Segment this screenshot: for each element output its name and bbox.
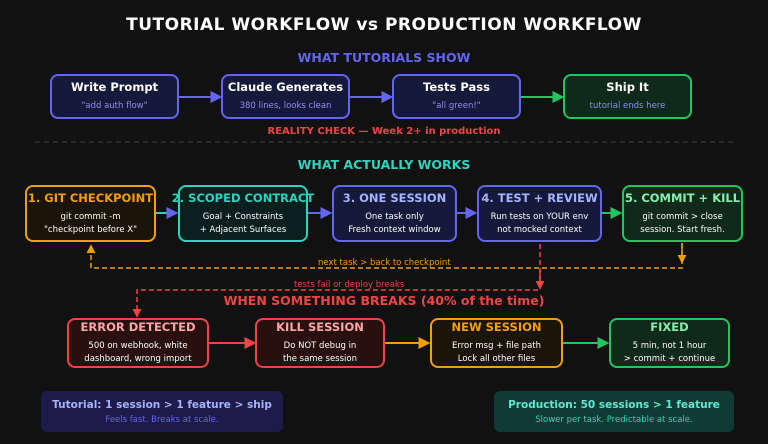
works-step-git-checkpoint: 1. GIT CHECKPOINT git commit -m "checkpo… [25,185,156,242]
works-step-commit-kill: 5. COMMIT + KILL git commit > close sess… [622,185,743,242]
step-line-1: git commit -m [60,211,121,222]
footer-production-subtitle: Slower per task. Predictable at scale. [535,414,693,425]
step-title: Claude Generates [227,80,344,94]
step-title: FIXED [650,320,689,334]
step-line-2: > commit + continue [623,354,716,364]
footer-production-title: Production: 50 sessions > 1 feature [508,398,720,411]
step-title: 5. COMMIT + KILL [624,190,741,205]
step-line-2: Lock all other files [457,354,536,364]
loop-label: next task > back to checkpoint [318,258,451,268]
step-line-1: Do NOT debug in [283,341,357,351]
tutorial-heading: WHAT TUTORIALS SHOW [297,50,471,65]
tutorial-step-claude-generates: Claude Generates 380 lines, looks clean [221,74,350,119]
step-title: 1. GIT CHECKPOINT [27,190,154,205]
step-line-2: + Adjacent Surfaces [199,224,287,235]
step-subtitle: 380 lines, looks clean [239,101,332,111]
step-line-2: Fresh context window [348,224,441,235]
tutorial-step-ship-it: Ship It tutorial ends here [563,74,692,119]
page-title: TUTORIAL WORKFLOW vs PRODUCTION WORKFLOW [126,15,642,35]
footer-production-summary: Production: 50 sessions > 1 feature Slow… [494,391,734,432]
works-heading: WHAT ACTUALLY WORKS [297,157,471,172]
footer-tutorial-subtitle: Feels fast. Breaks at scale. [105,414,219,425]
step-title: 2. SCOPED CONTRACT [171,190,315,205]
step-line-1: Run tests on YOUR env [490,211,589,222]
step-title: Ship It [606,80,649,94]
tutorial-step-tests-pass: Tests Pass "all green!" [392,74,521,119]
works-step-test-review: 4. TEST + REVIEW Run tests on YOUR env n… [477,185,602,242]
step-subtitle: tutorial ends here [589,101,666,111]
break-step-fixed: FIXED 5 min, not 1 hour > commit + conti… [609,318,730,368]
step-title: KILL SESSION [276,320,364,334]
step-title: NEW SESSION [451,320,542,334]
step-line-1: git commit > close [642,211,723,222]
step-title: Write Prompt [70,80,159,94]
step-line-2: "checkpoint before X" [44,224,137,235]
step-subtitle: "all green!" [432,101,481,111]
break-step-kill-session: KILL SESSION Do NOT debug in the same se… [255,318,385,368]
step-line-1: 5 min, not 1 hour [632,341,707,351]
step-line-2: the same session [283,354,357,364]
step-title: 3. ONE SESSION [342,190,447,205]
footer-tutorial-title: Tutorial: 1 session > 1 feature > ship [52,398,272,411]
step-line-1: 500 on webhook, white [88,341,188,351]
step-line-1: Goal + Constraints [202,211,284,222]
reality-check-label: REALITY CHECK — Week 2+ in production [267,126,501,137]
step-subtitle: "add auth flow" [81,101,148,111]
step-line-2: session. Start fresh. [640,224,725,235]
works-step-one-session: 3. ONE SESSION One task only Fresh conte… [332,185,457,242]
step-line-1: One task only [365,211,424,222]
step-title: ERROR DETECTED [80,320,196,334]
step-line-2: dashboard, wrong import [84,354,192,364]
step-line-2: not mocked context [497,224,582,235]
footer-tutorial-summary: Tutorial: 1 session > 1 feature > ship F… [41,391,283,432]
step-line-1: Error msg + file path [451,341,542,351]
step-title: Tests Pass [423,80,490,94]
break-heading: WHEN SOMETHING BREAKS (40% of the time) [223,293,545,308]
break-step-new-session: NEW SESSION Error msg + file path Lock a… [430,318,563,368]
works-step-scoped-contract: 2. SCOPED CONTRACT Goal + Constraints + … [172,185,314,242]
fail-label: tests fail or deploy breaks [294,280,405,290]
step-title: 4. TEST + REVIEW [481,190,598,205]
tutorial-step-write-prompt: Write Prompt "add auth flow" [50,74,179,119]
break-step-error-detected: ERROR DETECTED 500 on webhook, white das… [67,318,209,368]
